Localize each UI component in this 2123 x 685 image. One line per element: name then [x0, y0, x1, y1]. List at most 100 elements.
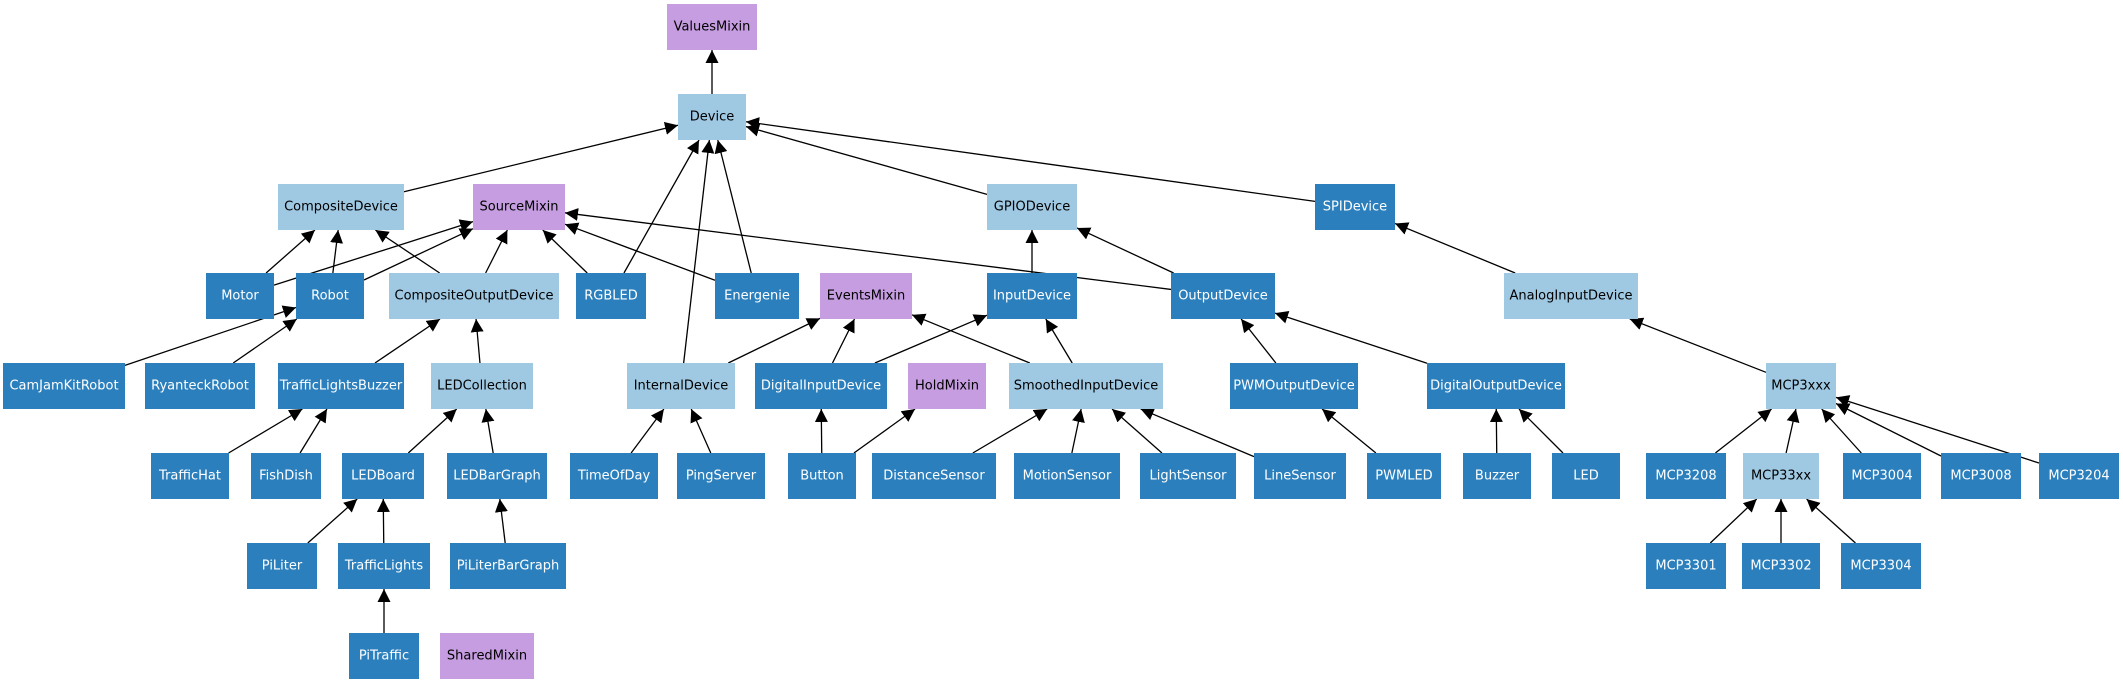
node-label: Energenie: [724, 289, 790, 304]
node-label: PiTraffic: [359, 649, 409, 664]
node-box: [677, 453, 765, 499]
edge-traffic-lights-buzzer-to-composite-output-device: [374, 318, 441, 364]
edge-smoothed-input-device-to-input-device: [1045, 318, 1073, 364]
node-internal-device: InternalDevice: [627, 363, 735, 409]
node-box: [349, 633, 419, 679]
edge-composite-output-device-to-composite-device: [375, 229, 440, 274]
node-label: CompositeDevice: [284, 200, 398, 215]
edge-motion-sensor-to-smoothed-input-device: [1071, 408, 1085, 454]
node-pwmled: PWMLED: [1367, 453, 1441, 499]
edge-mcp3304-to-mcp33xx: [1806, 498, 1856, 544]
node-box: [278, 184, 404, 230]
node-mcp3xxx: MCP3xxx: [1766, 363, 1836, 409]
node-label: OutputDevice: [1178, 289, 1268, 304]
node-motor: Motor: [206, 273, 274, 319]
node-fish-dish: FishDish: [251, 453, 321, 499]
node-box: [296, 273, 364, 319]
edge-ping-server-to-internal-device: [690, 408, 712, 454]
node-box: [450, 543, 566, 589]
node-mcp3204: MCP3204: [2039, 453, 2119, 499]
node-box: [342, 453, 424, 499]
node-ping-server: PingServer: [677, 453, 765, 499]
node-gpio-device: GPIODevice: [987, 184, 1077, 230]
node-led-collection: LEDCollection: [431, 363, 533, 409]
node-values-mixin: ValuesMixin: [667, 4, 757, 50]
node-box: [678, 94, 746, 140]
edge-energenie-to-source-mixin: [564, 222, 716, 281]
node-label: MCP3204: [2048, 469, 2109, 484]
edge-traffic-hat-to-traffic-lights-buzzer: [228, 408, 303, 454]
node-box: [627, 363, 735, 409]
node-cam-jam-kit-robot: CamJamKitRobot: [3, 363, 125, 409]
edge-robot-to-source-mixin: [363, 228, 474, 281]
edge-internal-device-to-device: [683, 139, 715, 364]
node-box: [338, 543, 430, 589]
node-label: TrafficHat: [158, 469, 221, 484]
node-traffic-lights-buzzer: TrafficLightsBuzzer: [278, 363, 404, 409]
edge-mcp3xxx-to-analog-input-device: [1629, 317, 1767, 373]
node-led-board: LEDBoard: [342, 453, 424, 499]
node-line-sensor: LineSensor: [1254, 453, 1346, 499]
node-label: FishDish: [259, 469, 313, 484]
node-label: MCP3xxx: [1771, 379, 1831, 394]
node-mcp3301: MCP3301: [1646, 543, 1726, 589]
node-led-bar-graph: LEDBarGraph: [447, 453, 547, 499]
node-label: GPIODevice: [994, 200, 1070, 215]
node-label: CamJamKitRobot: [9, 379, 118, 394]
node-box: [1941, 453, 2021, 499]
edge-mcp3008-to-mcp3xxx: [1835, 402, 1942, 457]
node-label: AnalogInputDevice: [1509, 289, 1632, 304]
node-box: [667, 4, 757, 50]
node-box: [1646, 453, 1726, 499]
node-box: [1463, 453, 1531, 499]
node-spi-device: SPIDevice: [1315, 184, 1395, 230]
edge-pwm-output-device-to-output-device: [1240, 318, 1277, 364]
node-label: MCP3304: [1850, 559, 1911, 574]
node-box: [1743, 453, 1819, 499]
edge-rgbled-to-device: [623, 139, 700, 274]
node-box: [1140, 453, 1236, 499]
node-box: [247, 543, 317, 589]
node-hold-mixin: HoldMixin: [908, 363, 986, 409]
node-box: [440, 633, 534, 679]
node-mcp3302: MCP3302: [1742, 543, 1820, 589]
node-ryanteck-robot: RyanteckRobot: [145, 363, 255, 409]
node-distance-sensor: DistanceSensor: [872, 453, 996, 499]
node-label: MotionSensor: [1023, 469, 1112, 484]
node-box: [431, 363, 533, 409]
node-box: [1254, 453, 1346, 499]
node-label: MCP33xx: [1751, 469, 1811, 484]
node-label: LED: [1573, 469, 1598, 484]
node-label: PiLiter: [262, 559, 303, 574]
node-label: LightSensor: [1149, 469, 1227, 484]
node-rgbled: RGBLED: [576, 273, 646, 319]
node-label: PiLiterBarGraph: [457, 559, 560, 574]
node-label: PingServer: [686, 469, 757, 484]
edge-composite-device-to-device: [403, 121, 679, 193]
edge-led-board-to-led-collection: [407, 408, 458, 454]
edge-led-collection-to-composite-output-device: [470, 318, 484, 364]
node-robot: Robot: [296, 273, 364, 319]
edge-digital-output-device-to-output-device: [1274, 311, 1428, 364]
node-label: TrafficLights: [344, 559, 424, 574]
edge-digital-input-device-to-events-mixin: [831, 318, 856, 364]
node-label: PWMLED: [1375, 469, 1432, 484]
node-label: EventsMixin: [827, 289, 905, 304]
node-composite-output-device: CompositeOutputDevice: [389, 273, 559, 319]
edge-gpio-device-to-device: [745, 123, 988, 195]
node-box: [755, 363, 887, 409]
edge-analog-input-device-to-spi-device: [1394, 222, 1516, 274]
node-pwm-output-device: PWMOutputDevice: [1230, 363, 1358, 409]
node-label: Button: [800, 469, 844, 484]
edge-distance-sensor-to-smoothed-input-device: [972, 408, 1048, 454]
node-box: [872, 453, 996, 499]
node-box: [1230, 363, 1358, 409]
node-box: [576, 273, 646, 319]
node-button: Button: [788, 453, 856, 499]
edge-rgbled-to-source-mixin: [542, 229, 588, 274]
node-label: InternalDevice: [634, 379, 729, 394]
node-box: [473, 184, 565, 230]
node-label: TrafficLightsBuzzer: [279, 379, 403, 394]
node-box: [987, 184, 1077, 230]
